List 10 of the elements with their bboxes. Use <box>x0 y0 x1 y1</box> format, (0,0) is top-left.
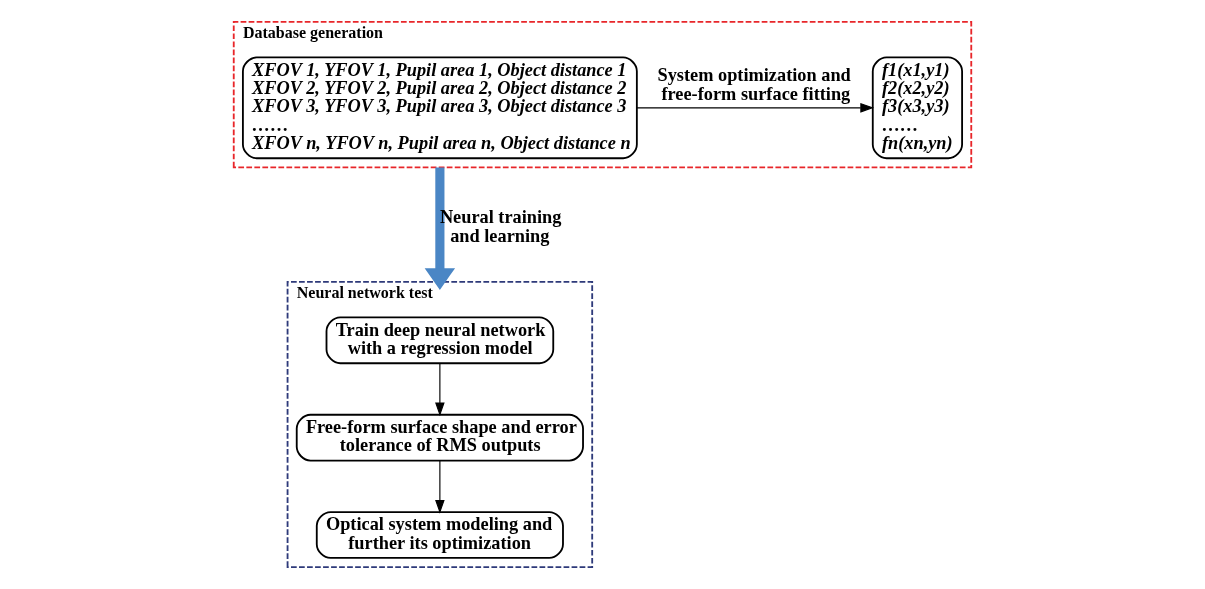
node-box: Train deep neural network with a regression model <box>325 316 555 365</box>
node-box: Free-form surface shape and error tolerance of RMS outputs <box>295 413 584 462</box>
arrow <box>435 460 445 514</box>
node-box: XFOV 1, YFOV 1, Pupil area 1, Object distance 1 XFOV 2, YFOV 2, Pupil area 2, Object distance 2 XFOV 3, YFOV 3, Pupil area 3, Object distance 3 …… XFOV n, YFOV n, Pupil area n, Object distance n <box>242 56 638 160</box>
arrow <box>424 167 456 290</box>
edge-label: System optimization and free-form surface fitting <box>657 65 851 104</box>
arrow <box>435 362 445 417</box>
node-box: f1(x1,y1) f2(x2,y2) f3(x3,y3) …… fn(xn,yn) <box>871 56 963 160</box>
arrow <box>636 103 875 113</box>
node-box: Optical system modeling and further its optimization <box>315 511 564 559</box>
